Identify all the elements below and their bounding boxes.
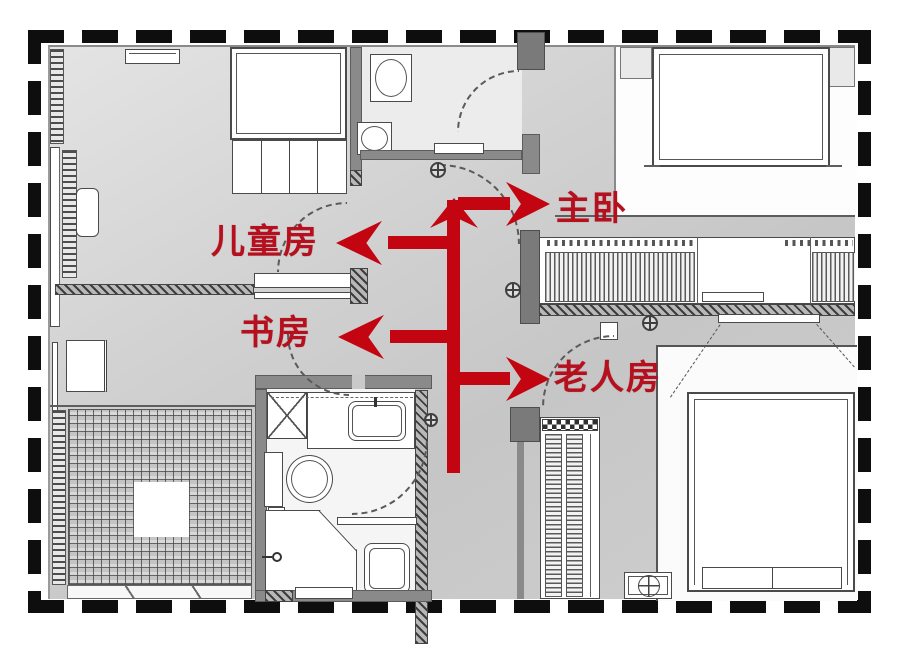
wardrobe-divider — [810, 237, 811, 304]
nightstand-icon — [826, 47, 855, 87]
door-jamb — [350, 268, 368, 304]
shower-head-icon — [272, 552, 282, 562]
survey-target-icon — [430, 162, 446, 178]
wardrobe-checker-strip — [542, 419, 598, 431]
nightstand-icon — [620, 47, 652, 79]
sink-icon — [370, 54, 412, 102]
wardrobe-track — [547, 240, 697, 246]
balcony-mat — [134, 482, 189, 537]
door-swing-arc — [457, 70, 519, 132]
arrow-master-bar — [458, 197, 510, 210]
door-swing-arc — [277, 202, 347, 272]
cabinet-x-icon — [267, 392, 307, 439]
wall-hatch — [265, 590, 293, 602]
balcony-steps — [67, 585, 252, 599]
door-leaf — [434, 143, 484, 154]
floor-drain-icon — [624, 572, 672, 599]
wall-children-study — [55, 284, 254, 295]
bed-tick — [826, 165, 842, 167]
bed-pillows-icon — [702, 567, 842, 589]
sliding-door-leaf — [254, 273, 352, 288]
label-study: 书房 — [240, 314, 312, 352]
hanger-coils-icon — [566, 434, 583, 597]
door-swing-arc — [352, 439, 428, 515]
arrow-study-bar — [390, 330, 450, 343]
hanger-coils-icon — [545, 434, 562, 597]
children-wardrobe-icon — [232, 140, 347, 194]
hanger-coils-icon — [812, 252, 855, 302]
wardrobe-end-cap — [520, 230, 540, 324]
shower-arm — [262, 556, 272, 558]
wardrobe-track — [785, 240, 853, 246]
wall-master-elderly — [539, 304, 855, 316]
wall-segment — [517, 442, 524, 599]
floor-plan — [48, 32, 857, 644]
wall-vertical — [350, 47, 362, 184]
arrow-elderly-bar — [458, 372, 510, 385]
arrow-children-bar — [388, 236, 450, 249]
window-top — [125, 49, 180, 64]
bed-tick — [644, 165, 660, 167]
bookshelf-icon — [62, 150, 77, 278]
hanger-coils-icon — [545, 252, 695, 302]
door-jamb — [517, 32, 545, 70]
floor-edge-line — [555, 215, 855, 217]
bath-shelf — [337, 517, 417, 525]
radiator-icon — [52, 410, 66, 585]
door-jamb — [510, 407, 540, 442]
door-swing-arc — [287, 334, 349, 396]
wall-hatch — [350, 170, 362, 186]
mirror-dashed-line — [271, 397, 413, 398]
toilet-bowl-icon — [286, 455, 333, 503]
desk-icon — [66, 340, 107, 392]
wall-segment — [522, 134, 540, 174]
tv-icon — [718, 314, 820, 323]
master-bed-icon — [652, 47, 830, 167]
elderly-bed-icon — [687, 392, 855, 592]
dashed-border-bottom — [28, 600, 871, 613]
toilet-tank — [264, 452, 283, 507]
door-knob-icon — [424, 413, 438, 427]
basin-icon — [348, 401, 406, 441]
dashed-border-right — [858, 30, 871, 613]
washing-machine-icon — [364, 543, 410, 594]
door-swing-arc — [440, 164, 520, 244]
label-elderly-room: 老人房 — [554, 359, 662, 397]
children-bed-icon — [230, 47, 347, 140]
faucet-icon — [374, 397, 377, 407]
survey-target-icon — [642, 315, 658, 331]
survey-target-icon — [505, 282, 521, 298]
sliding-door-leaf — [254, 292, 352, 299]
bathroom-door-gap — [352, 375, 365, 389]
wardrobe-divider — [590, 434, 591, 597]
radiator-icon — [50, 49, 64, 144]
arrow-trunk — [447, 200, 460, 473]
wardrobe-shelf — [702, 292, 764, 302]
wardrobe-divider — [697, 237, 698, 304]
label-children-room: 儿童房 — [211, 223, 319, 261]
door-leaf — [295, 587, 353, 599]
dashed-border-left — [28, 30, 41, 613]
door-swing-arc — [542, 335, 614, 407]
dashed-border-top — [28, 30, 871, 43]
label-master-bedroom: 主卧 — [556, 190, 628, 228]
balcony-edge-line — [50, 405, 255, 407]
window-left — [50, 147, 60, 327]
chair-icon — [76, 188, 99, 237]
